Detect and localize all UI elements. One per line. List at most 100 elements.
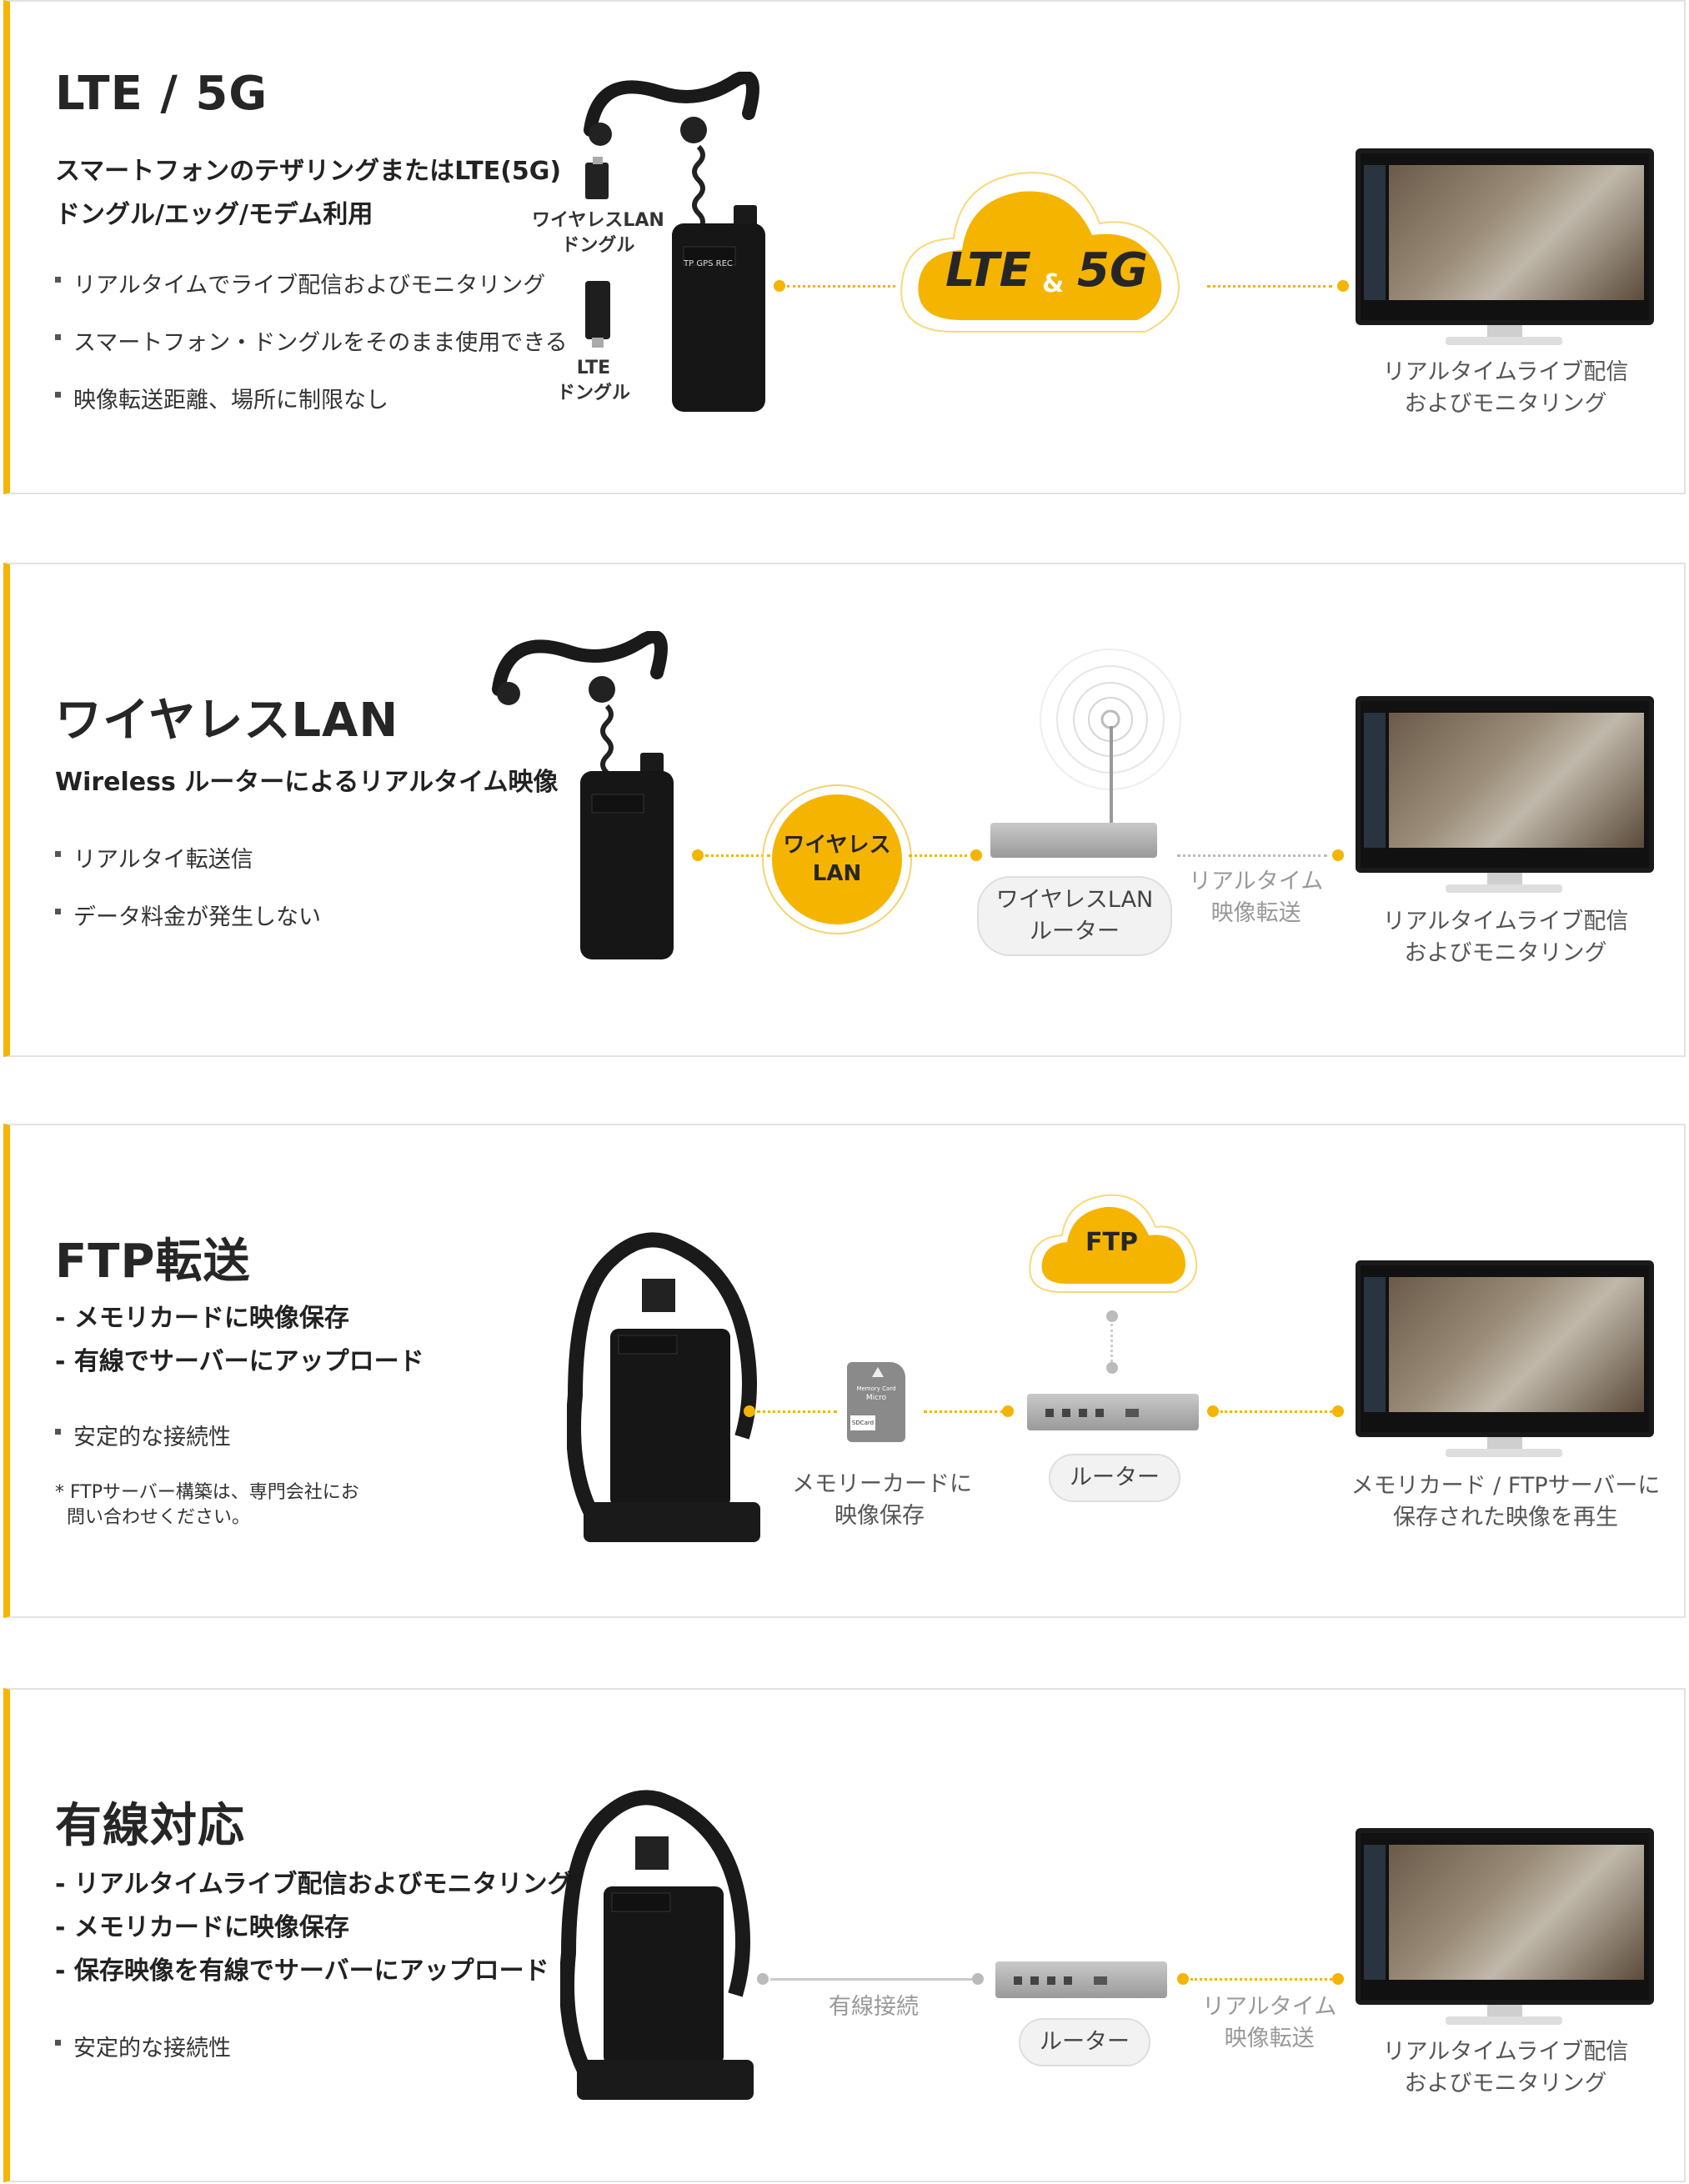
connector-line — [909, 854, 974, 857]
connector-dot — [1106, 1362, 1118, 1374]
router-pill-label: ワイヤレスLAN ルーター — [977, 876, 1172, 956]
subtitle-line: Wireless ルーターによるリアルタイム映像 — [55, 768, 559, 797]
connector-line — [705, 854, 770, 857]
connector-line — [757, 1410, 837, 1413]
bullet-item: リアルタイ転送信 — [55, 841, 321, 874]
monitor-icon — [1356, 148, 1654, 325]
connector-dot — [1106, 1310, 1118, 1322]
lte-dongle-label: LTE ドングル — [557, 358, 631, 403]
connector-line — [1190, 1978, 1332, 1981]
section-subtitle: スマートフォンのテザリングまたはLTE(5G) ドングル/エッグ/モデム利用 — [55, 150, 561, 237]
ftp-cloud-icon — [1029, 1194, 1198, 1293]
bullet-item: データ料金が発生しない — [55, 899, 321, 931]
monitor-stand-icon — [1487, 873, 1522, 886]
ftp-note: * FTPサーバー構築は、専門会社にお 問い合わせください。 — [55, 1482, 359, 1528]
wlan-dongle-label: ワイヤレスLAN ドングル — [532, 210, 664, 256]
subtitle-line: スマートフォンのテザリングまたはLTE(5G) — [55, 157, 562, 186]
monitor-icon — [1356, 1828, 1654, 2005]
section-ftp: FTP転送 - メモリカードに映像保存 - 有線でサーバーにアップロード 安定的… — [3, 1124, 1686, 1618]
camera-device-icon — [492, 631, 674, 959]
wireless-router-icon — [990, 823, 1157, 858]
subtitle-line: ドングル/エッグ/モデム利用 — [55, 200, 373, 229]
dongle-plug-icon — [593, 157, 603, 164]
badge-halo — [762, 784, 912, 934]
connector-dot — [692, 849, 704, 861]
connector-dot — [1177, 1973, 1189, 1985]
section-title: FTP転送 — [55, 1235, 251, 1289]
monitor-stand-icon — [1487, 2005, 1522, 2018]
monitor-label: メモリカード / FTPサーバーに 保存された映像を再生 — [1351, 1473, 1661, 1530]
bullet-item: 安定的な接続性 — [55, 2030, 231, 2062]
monitor-label: リアルタイムライブ配信 およびモニタリング — [1382, 2039, 1629, 2096]
cloud-amp: & — [1042, 269, 1065, 298]
bullet-item: 安定的な接続性 — [55, 1419, 231, 1451]
monitor-icon — [1356, 1260, 1654, 1437]
monitor-label: リアルタイムライブ配信 およびモニタリング — [1382, 909, 1629, 966]
section-title: ワイヤレスLAN — [55, 694, 399, 748]
cloud-text-5g: 5G — [1077, 243, 1148, 298]
router-antenna-icon — [1110, 726, 1113, 823]
sd-card-text-top: Memory Card — [856, 1385, 896, 1392]
connector-dot — [1332, 1973, 1344, 1985]
lte-dongle-icon — [585, 281, 610, 339]
connector-dot — [1207, 1405, 1219, 1417]
bullet-item: リアルタイムでライブ配信およびモニタリング — [55, 267, 568, 299]
connector-line — [1177, 854, 1327, 857]
wireless-lan-badge: ワイヤレス LAN — [772, 794, 902, 924]
section-subtitle: - メモリカードに映像保存 - 有線でサーバーにアップロード — [55, 1297, 424, 1384]
subtitle-line: - リアルタイムライブ配信およびモニタリング — [55, 1870, 573, 1899]
camera-device-icon — [567, 1232, 760, 1542]
device-screen-text: TP GPS REC — [684, 259, 733, 268]
bullet-item: スマートフォン・ドングルをそのまま使用できる — [55, 324, 568, 357]
section-subtitle: Wireless ルーターによるリアルタイム映像 — [55, 761, 559, 804]
camera-device-icon — [584, 72, 765, 412]
connector-line — [1110, 1324, 1113, 1362]
sd-card-icon: Memory Card Micro SDCard — [847, 1362, 905, 1442]
connector-dot — [1002, 1405, 1014, 1417]
bullet-item: 映像転送距離、場所に制限なし — [55, 382, 568, 414]
router-pill-label: ルーター — [1019, 2018, 1150, 2066]
transfer-label: リアルタイム 映像転送 — [1189, 869, 1324, 926]
monitor-base-icon — [1446, 1449, 1562, 1457]
cloud-icon — [900, 172, 1180, 333]
wlan-dongle-icon — [585, 163, 609, 199]
connector-dot — [970, 849, 982, 861]
sd-card-text-mid: Micro — [865, 1394, 887, 1402]
subtitle-line: - メモリカードに映像保存 — [55, 1913, 349, 1942]
bullet-list: リアルタイムでライブ配信およびモニタリング スマートフォン・ドングルをそのまま使… — [55, 267, 568, 439]
section-lte-5g: LTE / 5G スマートフォンのテザリングまたはLTE(5G) ドングル/エッ… — [3, 0, 1686, 494]
ftp-cloud-label: FTP — [1085, 1228, 1138, 1257]
wired-label: 有線接続 — [829, 1994, 919, 2020]
subtitle-line: - メモリカードに映像保存 — [55, 1304, 349, 1333]
monitor-stand-icon — [1487, 1437, 1522, 1450]
subtitle-line: - 有線でサーバーにアップロード — [55, 1347, 424, 1376]
transfer-label: リアルタイム 映像転送 — [1202, 1994, 1337, 2051]
section-wired: 有線対応 - リアルタイムライブ配信およびモニタリング - メモリカードに映像保… — [3, 1688, 1686, 2182]
bullet-list: リアルタイ転送信 データ料金が発生しない — [55, 841, 321, 956]
sd-card-text-bot: SDCard — [850, 1415, 875, 1430]
section-subtitle: - リアルタイムライブ配信およびモニタリング - メモリカードに映像保存 - 保… — [55, 1863, 573, 1993]
connector-dot — [1337, 280, 1349, 292]
router-icon — [995, 1961, 1167, 1998]
monitor-icon — [1356, 696, 1654, 873]
bullet-list: 安定的な接続性 — [55, 2030, 231, 2087]
subtitle-line: - 保存映像を有線でサーバーにアップロード — [55, 1956, 549, 1986]
monitor-base-icon — [1446, 2016, 1562, 2025]
connector-dot — [972, 1973, 984, 1985]
connector-line — [1220, 1410, 1332, 1413]
connector-line — [1207, 285, 1332, 288]
dongle-plug-icon — [592, 338, 604, 348]
connector-line — [787, 285, 895, 288]
monitor-base-icon — [1446, 884, 1562, 893]
section-title: 有線対応 — [55, 1799, 245, 1853]
monitor-base-icon — [1446, 337, 1562, 345]
connector-line — [924, 1410, 1004, 1413]
connector-dot — [744, 1405, 755, 1417]
camera-device-icon — [560, 1790, 754, 2100]
sd-card-label: メモリーカードに 映像保存 — [792, 1471, 972, 1529]
connector-dot — [774, 280, 785, 292]
section-title: LTE / 5G — [55, 67, 268, 121]
router-icon — [1027, 1394, 1199, 1430]
monitor-stand-icon — [1487, 325, 1522, 338]
wired-line — [770, 1978, 972, 1981]
